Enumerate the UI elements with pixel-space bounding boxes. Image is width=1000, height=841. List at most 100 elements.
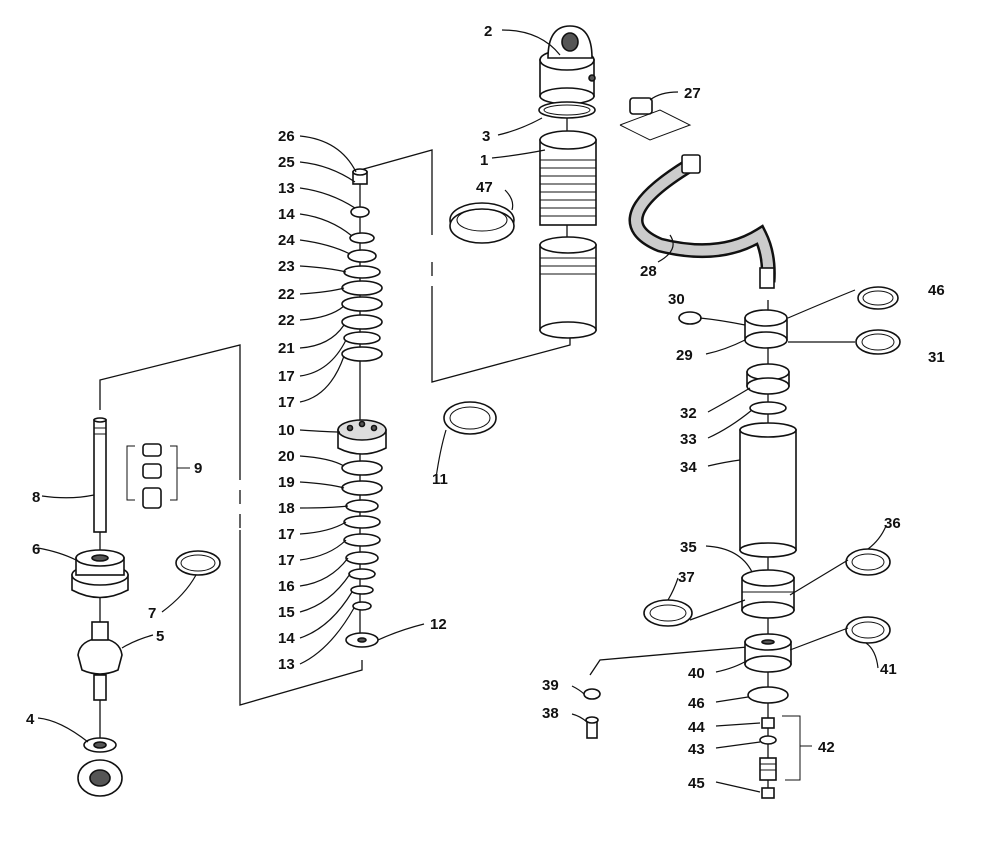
- label-part-42: 42: [818, 739, 835, 756]
- label-part-17-b: 17: [278, 394, 295, 411]
- part-6-bearing-head: [71, 549, 129, 599]
- label-part-27: 27: [684, 85, 701, 102]
- assembly-guide-lines: [99, 100, 771, 790]
- label-part-33: 33: [680, 431, 697, 448]
- part-45-screw: [761, 787, 775, 799]
- label-part-2: 2: [484, 23, 492, 40]
- label-part-21: 21: [278, 340, 295, 357]
- label-part-37: 37: [678, 569, 695, 586]
- part-12-washer: [345, 632, 379, 648]
- part-47-spring-collar: [449, 202, 515, 244]
- part-10-piston: [337, 419, 387, 455]
- part-30-o-ring: [678, 311, 702, 325]
- part-37-band: [643, 599, 693, 627]
- label-part-44: 44: [688, 719, 705, 736]
- part-8-piston-shaft: [93, 417, 107, 533]
- part-33-o-ring: [749, 401, 787, 415]
- part-13-washer-bottom: [352, 601, 372, 611]
- leader-lines: [37, 29, 887, 793]
- label-part-40: 40: [688, 665, 705, 682]
- label-part-1: 1: [480, 152, 488, 169]
- part-7-seal-ring: [175, 550, 221, 576]
- part-17-shim-d: [343, 533, 381, 547]
- part-43-o-ring: [759, 735, 777, 745]
- label-part-16: 16: [278, 578, 295, 595]
- part-13-washer-top: [350, 206, 370, 218]
- label-part-29: 29: [676, 347, 693, 364]
- reservoir-assembly: [583, 154, 901, 799]
- part-26-nut: [352, 168, 368, 185]
- part-16-shim: [345, 551, 379, 565]
- part-35-end-cap: [741, 569, 795, 619]
- part-17-shim-b: [341, 346, 383, 362]
- label-part-38: 38: [542, 705, 559, 722]
- label-part-11: 11: [432, 471, 448, 488]
- label-part-43: 43: [688, 741, 705, 758]
- rod-eye-assembly: [71, 417, 221, 797]
- label-part-22-b: 22: [278, 312, 295, 329]
- label-part-45: 45: [688, 775, 705, 792]
- part-21-shim: [341, 314, 383, 330]
- part-11-piston-band: [443, 401, 497, 435]
- label-part-19: 19: [278, 474, 295, 491]
- label-part-25: 25: [278, 154, 295, 171]
- part-5-rod-end: [77, 621, 123, 701]
- part-28-hose: [628, 154, 776, 289]
- label-part-8: 8: [32, 489, 40, 506]
- part-27-fitting: [619, 97, 692, 141]
- label-part-18: 18: [278, 500, 295, 517]
- part-42-valve-screw: [759, 757, 777, 781]
- label-part-9: 9: [194, 460, 202, 477]
- part-3-o-ring: [538, 101, 596, 119]
- part-46-ring-bottom: [747, 686, 789, 704]
- part-4-eye-mount: [77, 737, 123, 797]
- part-31-ring: [855, 329, 901, 355]
- part-29-reservoir-cap: [744, 309, 788, 349]
- part-41-ring: [845, 616, 891, 644]
- label-part-13-top: 13: [278, 180, 295, 197]
- part-1-body-cylinder: [539, 130, 597, 339]
- part-46-ring-top: [857, 286, 899, 310]
- label-part-13-bottom: 13: [278, 656, 295, 673]
- label-part-14-top: 14: [278, 206, 295, 223]
- label-part-17-a: 17: [278, 368, 295, 385]
- part-42-valve-bracket: [782, 715, 812, 781]
- label-part-35: 35: [680, 539, 697, 556]
- part-38-bolt: [585, 716, 599, 739]
- label-part-26: 26: [278, 128, 295, 145]
- part-17-shim-c: [343, 515, 381, 529]
- label-part-24: 24: [278, 232, 295, 249]
- label-part-39: 39: [542, 677, 559, 694]
- label-part-46-top: 46: [928, 282, 945, 299]
- label-part-32: 32: [680, 405, 697, 422]
- label-part-3: 3: [482, 128, 490, 145]
- part-36-ring: [845, 548, 891, 576]
- label-part-22-a: 22: [278, 286, 295, 303]
- label-part-31: 31: [928, 349, 945, 366]
- part-number-labels: 2 27 3 1 47 26 25 13 14 24 23 22 22 21 1…: [26, 23, 945, 792]
- part-32-floating-piston: [746, 363, 790, 395]
- label-part-30: 30: [668, 291, 685, 308]
- label-part-14-bottom: 14: [278, 630, 295, 647]
- label-part-12: 12: [430, 616, 447, 633]
- label-part-17-c: 17: [278, 526, 295, 543]
- part-34-reservoir-tube: [739, 422, 797, 558]
- part-19-shim: [341, 480, 383, 496]
- part-14-washer-top: [349, 232, 375, 244]
- part-24-shim: [347, 249, 377, 263]
- label-part-10: 10: [278, 422, 295, 439]
- label-part-41: 41: [880, 661, 897, 678]
- label-part-36: 36: [884, 515, 901, 532]
- part-40-adjuster-base: [744, 633, 792, 673]
- label-part-6: 6: [32, 541, 40, 558]
- shock-body-assembly: [449, 25, 692, 339]
- label-part-5: 5: [156, 628, 164, 645]
- part-18-shim: [345, 499, 379, 513]
- label-part-4: 4: [26, 711, 35, 728]
- label-part-28: 28: [640, 263, 657, 280]
- part-15-shim: [348, 568, 376, 580]
- label-part-46-bottom: 46: [688, 695, 705, 712]
- part-23-shim: [343, 265, 381, 279]
- label-part-34: 34: [680, 459, 697, 476]
